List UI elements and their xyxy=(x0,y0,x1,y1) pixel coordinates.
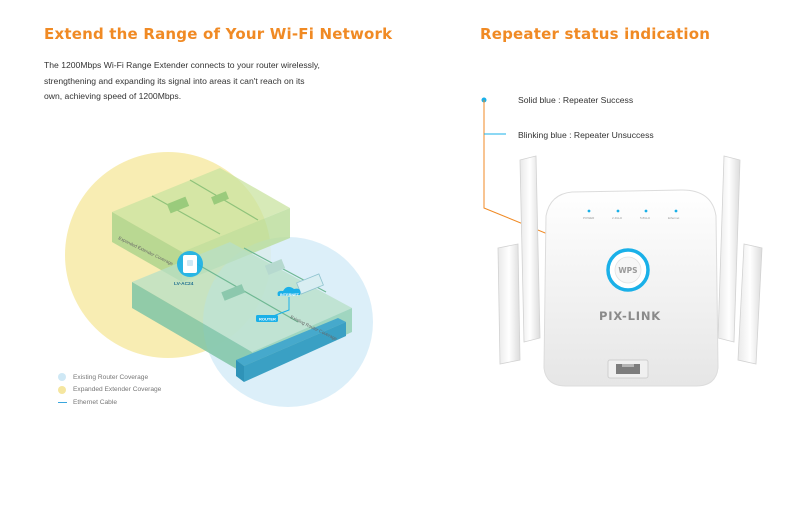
extender-device-label: LV-AC24 xyxy=(174,281,194,287)
legend-ethernet-cable: Ethernet Cable xyxy=(58,396,161,409)
router-icon xyxy=(256,315,278,322)
coverage-house-illustration: Expanded Extender Coverage Existing Rout… xyxy=(65,152,373,407)
legend-label: Ethernet Cable xyxy=(73,398,117,406)
legend-extender-coverage: Expanded Extender Coverage xyxy=(58,384,161,397)
ethernet-indicator-label: Ethernet xyxy=(668,216,680,220)
description-line: strengthening and expanding its signal i… xyxy=(44,75,305,86)
legend-extender-swatch xyxy=(58,385,66,394)
device-antennas xyxy=(497,155,763,365)
ethernet-port xyxy=(607,359,649,379)
description-line: own, achieving speed of 1200Mbps. xyxy=(44,91,182,101)
description-line: The 1200Mbps Wi-Fi Range Extender connec… xyxy=(44,60,320,70)
legend-router-swatch xyxy=(58,373,66,382)
wps-button[interactable]: WPS xyxy=(606,248,650,292)
internet-label: INTERNET xyxy=(280,293,300,297)
band24-indicator-label: 2.4GHz xyxy=(612,216,623,220)
status-section-title: Repeater status indication xyxy=(480,25,711,43)
legend-router-coverage: Existing Router Coverage xyxy=(58,371,161,384)
brand-logo: PIX-LINK xyxy=(599,309,661,323)
band58-indicator-label: 5.8GHz xyxy=(640,216,651,220)
range-description: The 1200Mbps Wi-Fi Range Extender connec… xyxy=(44,58,389,105)
repeater-device-illustration: POWER 2.4GHz 5.8GHz Ethernet WPS PIX-LIN… xyxy=(481,97,763,387)
wps-button-label: WPS xyxy=(618,266,637,275)
legend-label: Existing Router Coverage xyxy=(73,373,149,381)
device-indicator-lights xyxy=(587,209,678,213)
status-blinking-blue: Blinking blue : Repeater Unsuccess xyxy=(518,130,654,140)
status-solid-blue: Solid blue : Repeater Success xyxy=(518,95,634,105)
legend-cable-swatch xyxy=(58,401,67,403)
house-floor-plan xyxy=(112,168,352,382)
coverage-legend: Existing Router Coverage Expanded Extend… xyxy=(58,371,161,409)
internet-cloud-icon xyxy=(277,286,301,296)
range-section-title: Extend the Range of Your Wi-Fi Network xyxy=(44,25,393,43)
power-indicator-label: POWER xyxy=(583,216,595,220)
legend-label: Expanded Extender Coverage xyxy=(73,386,162,394)
router-label: ROUTER xyxy=(259,317,276,322)
extender-device-marker xyxy=(177,251,203,277)
